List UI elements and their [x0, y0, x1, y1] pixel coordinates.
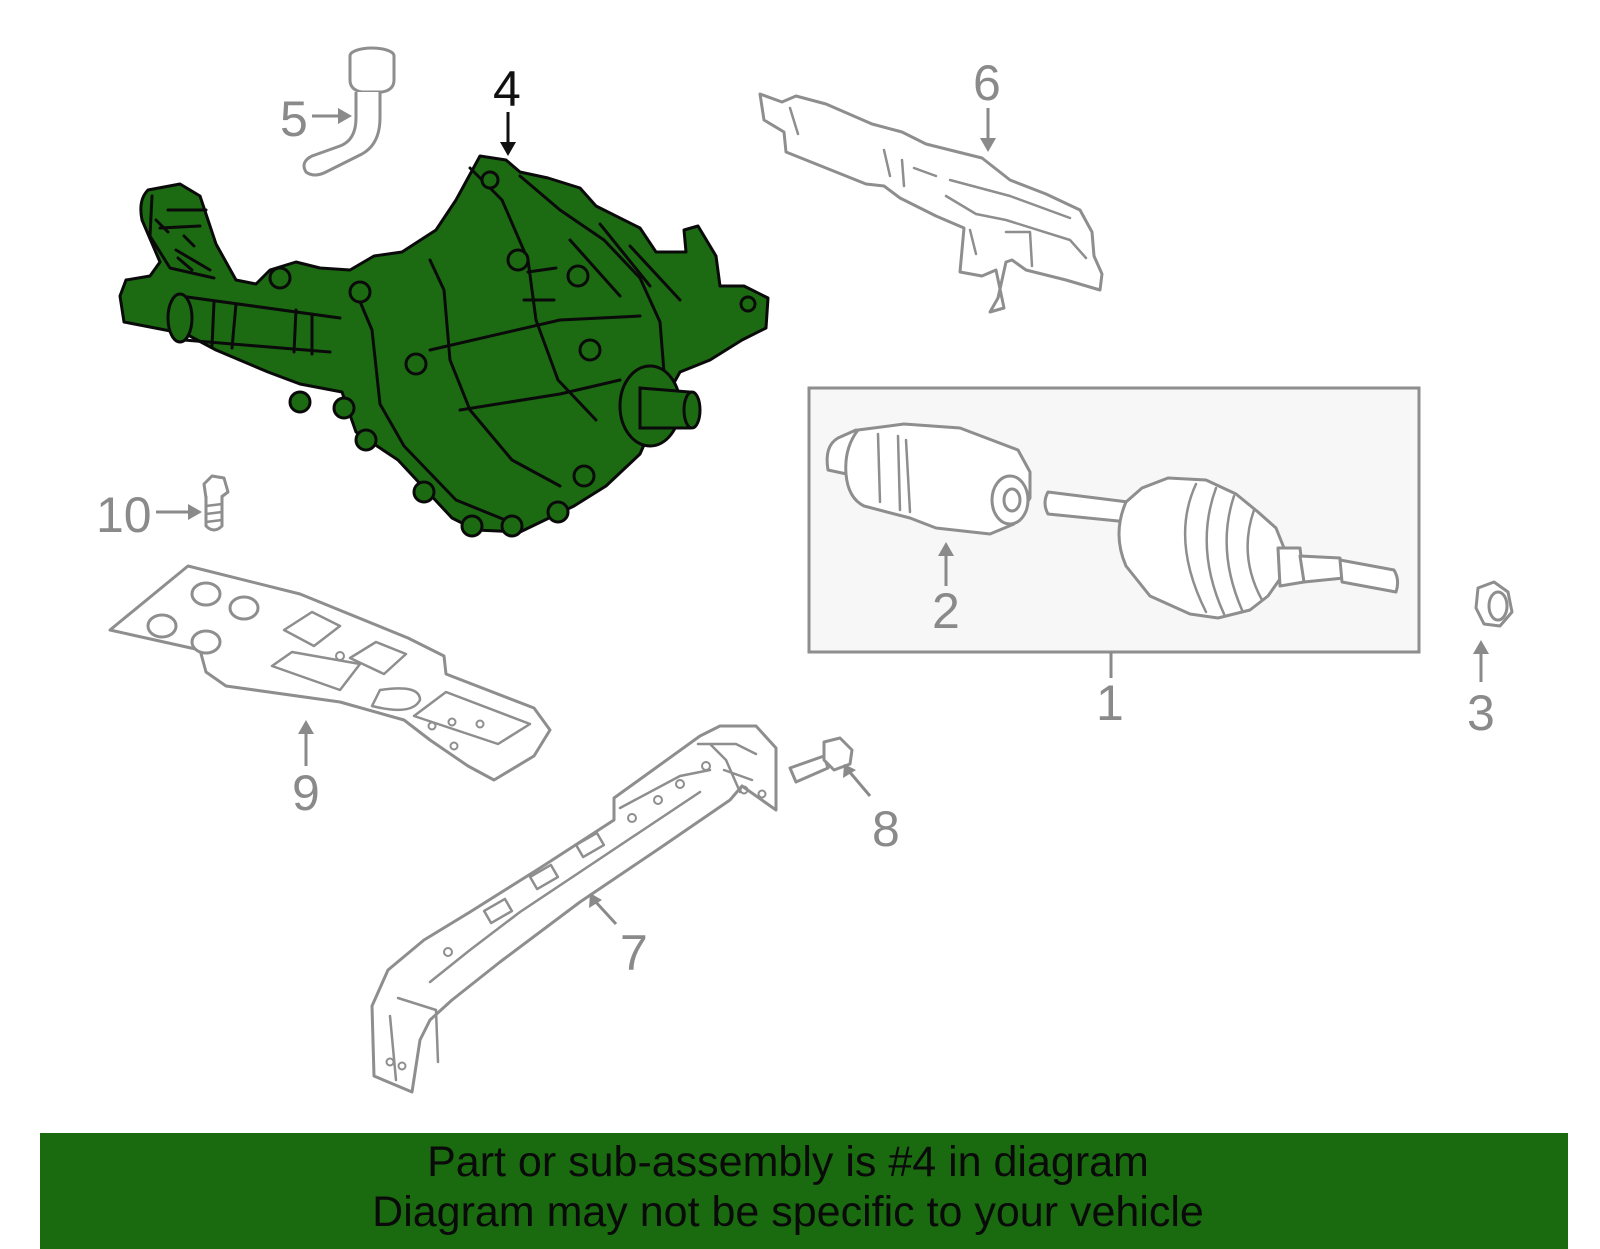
leader-lines	[156, 108, 1489, 926]
callout-8: 8	[872, 801, 900, 857]
callout-7: 7	[620, 925, 648, 981]
callout-9: 9	[292, 765, 320, 821]
footer-line-disclaimer: Diagram may not be specific to your vehi…	[372, 1188, 1204, 1236]
part-6-mounting-bracket[interactable]	[758, 92, 1104, 314]
part-1-axle-shaft-assembly[interactable]	[807, 386, 1421, 654]
part-9-skid-plate[interactable]	[108, 564, 552, 782]
callout-6: 6	[973, 55, 1001, 111]
footer-banner: Part or sub-assembly is #4 in diagram Di…	[40, 1133, 1568, 1249]
callout-4: 4	[493, 61, 521, 117]
part-5-vent-tube[interactable]	[302, 46, 396, 177]
footer-line-part-note: Part or sub-assembly is #4 in diagram	[427, 1138, 1149, 1186]
part-2-inner-cv-joint[interactable]	[825, 422, 1032, 536]
part-4-rear-differential[interactable]	[118, 154, 770, 538]
callout-1: 1	[1096, 675, 1124, 731]
callout-5: 5	[280, 91, 308, 147]
callout-3: 3	[1467, 685, 1495, 741]
part-7-crossmember[interactable]	[370, 724, 778, 1094]
callout-10: 10	[96, 487, 152, 543]
part-10-bolt[interactable]	[202, 474, 230, 532]
part-8-bolt[interactable]	[788, 736, 854, 784]
part-3-hub-nut[interactable]	[1474, 580, 1514, 628]
callout-2: 2	[932, 583, 960, 639]
